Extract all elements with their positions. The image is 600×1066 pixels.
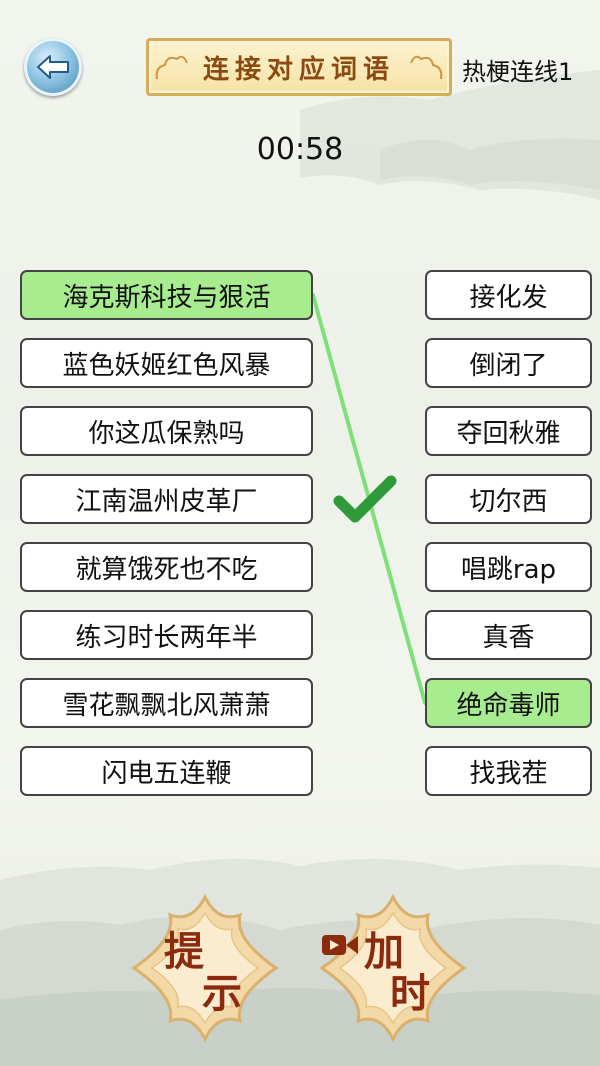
right-word-card[interactable]: 真香 bbox=[425, 610, 592, 660]
left-word-card[interactable]: 蓝色妖姬红色风暴 bbox=[20, 338, 313, 388]
back-button[interactable] bbox=[24, 38, 82, 96]
add-time-char-2: 时 bbox=[390, 970, 430, 1017]
add-time-button[interactable]: 加 时 bbox=[318, 893, 468, 1043]
right-word-card[interactable]: 夺回秋雅 bbox=[425, 406, 592, 456]
title-banner: 连接对应词语 bbox=[146, 38, 452, 96]
left-word-card[interactable]: 你这瓜保熟吗 bbox=[20, 406, 313, 456]
right-word-card[interactable]: 唱跳rap bbox=[425, 542, 592, 592]
hint-badge-icon bbox=[131, 893, 279, 1043]
right-word-card[interactable]: 倒闭了 bbox=[425, 338, 592, 388]
left-word-card[interactable]: 江南温州皮革厂 bbox=[20, 474, 313, 524]
left-word-card[interactable]: 雪花飘飘北风萧萧 bbox=[20, 678, 313, 728]
hint-char-1: 提 bbox=[164, 928, 204, 975]
arrow-left-icon bbox=[37, 55, 69, 79]
level-label: 热梗连线1 bbox=[462, 58, 574, 86]
right-word-card[interactable]: 切尔西 bbox=[425, 474, 592, 524]
left-word-card[interactable]: 海克斯科技与狠活 bbox=[20, 270, 313, 320]
left-word-card[interactable]: 闪电五连鞭 bbox=[20, 746, 313, 796]
countdown-timer: 00:58 bbox=[256, 132, 344, 167]
hint-button[interactable]: 提 示 bbox=[130, 893, 280, 1043]
cloud-ornament-icon bbox=[155, 55, 443, 80]
left-word-card[interactable]: 就算饿死也不吃 bbox=[20, 542, 313, 592]
right-word-card[interactable]: 接化发 bbox=[425, 270, 592, 320]
right-word-card[interactable]: 找我茬 bbox=[425, 746, 592, 796]
right-word-card[interactable]: 绝命毒师 bbox=[425, 678, 592, 728]
left-word-card[interactable]: 练习时长两年半 bbox=[20, 610, 313, 660]
add-time-char-1: 加 bbox=[364, 928, 404, 975]
video-camera-icon bbox=[322, 935, 358, 955]
hint-char-2: 示 bbox=[202, 970, 242, 1017]
add-time-badge-icon bbox=[319, 893, 467, 1043]
page-title: 连接对应词语 bbox=[202, 54, 395, 85]
